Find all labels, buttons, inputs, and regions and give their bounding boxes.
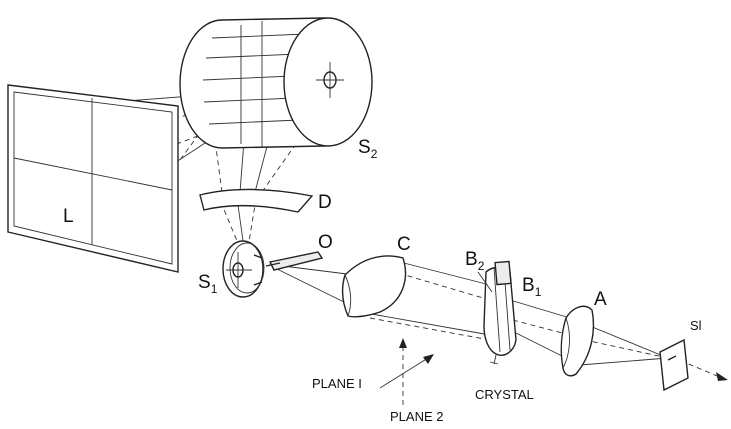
aperture-label: O [318, 232, 333, 253]
crystal-label: CRYSTAL [475, 387, 534, 402]
b1-label: B1 [522, 275, 542, 299]
projection-screen [7, 84, 179, 273]
drum-label: S2 [358, 137, 378, 161]
wheel-label: S1 [198, 272, 218, 296]
aperture-o [265, 251, 324, 271]
b2-pointer [477, 271, 493, 293]
lens-a-label: A [594, 289, 607, 310]
plane-1-label: PLANE I [312, 376, 362, 391]
rotating-drum [179, 17, 373, 149]
screen-label: L [63, 206, 74, 227]
slit [659, 338, 689, 392]
lens-c [341, 255, 407, 318]
lens-c-label: C [397, 234, 411, 255]
lens-a [560, 305, 595, 377]
mirror-d [199, 188, 314, 213]
plane-axes [379, 338, 434, 405]
chopper-wheel [222, 240, 265, 298]
mirror-label: D [318, 192, 332, 213]
slit-label: Sl [690, 318, 702, 333]
plane-2-label: PLANE 2 [390, 409, 443, 424]
crystal-assembly [483, 260, 517, 365]
b2-label: B2 [465, 249, 485, 273]
